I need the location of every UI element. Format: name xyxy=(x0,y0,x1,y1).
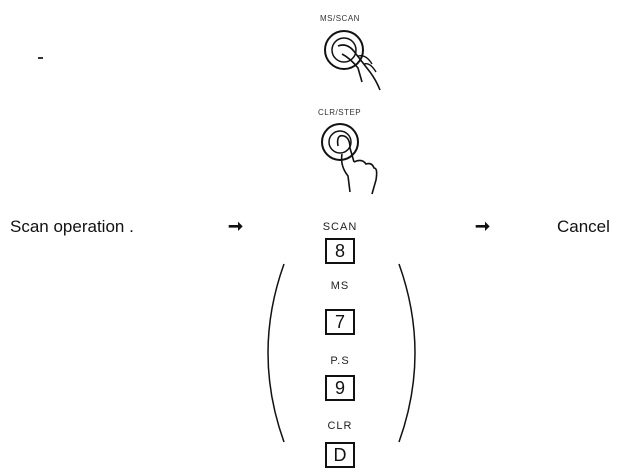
clr-key-label: CLR xyxy=(327,420,353,432)
clr-step-button-label: CLR/STEP xyxy=(318,108,362,117)
scan-key[interactable]: 8 xyxy=(325,238,355,264)
ps-key[interactable]: 9 xyxy=(325,375,355,401)
finger-press-ms-scan-icon xyxy=(324,30,381,91)
ms-key-label: MS xyxy=(330,280,350,292)
left-parenthesis xyxy=(267,263,285,443)
scan-operation-label: Scan operation . xyxy=(10,217,134,236)
right-parenthesis xyxy=(398,263,416,443)
ms-key[interactable]: 7 xyxy=(325,309,355,335)
scan-key-label: SCAN xyxy=(322,221,358,233)
stray-mark xyxy=(38,57,43,59)
ms-scan-button-label: MS/SCAN xyxy=(320,14,360,23)
ps-key-label: P.S xyxy=(330,355,350,367)
finger-press-clr-step-icon xyxy=(321,123,378,195)
cancel-label: Cancel xyxy=(557,217,610,236)
right-arrow-icon: ➞ xyxy=(475,216,491,236)
right-arrow-icon: ➞ xyxy=(228,216,244,236)
clr-key[interactable]: D xyxy=(325,442,355,468)
